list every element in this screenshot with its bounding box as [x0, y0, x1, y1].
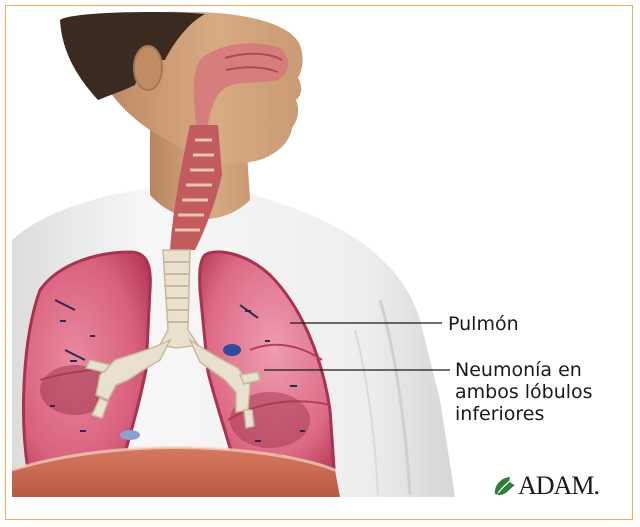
- ear: [134, 46, 162, 90]
- label-neumonia-line3: inferiores: [455, 403, 593, 425]
- label-pulmon: Pulmón: [448, 313, 519, 335]
- logo-text: ADAM.: [518, 474, 599, 498]
- label-neumonia-line1: Neumonía en: [455, 359, 593, 381]
- label-neumonia: Neumonía en ambos lóbulos inferiores: [455, 359, 593, 425]
- adam-logo: ADAM.: [492, 470, 599, 498]
- label-neumonia-line2: ambos lóbulos: [455, 381, 593, 403]
- leaf-icon: [492, 474, 518, 498]
